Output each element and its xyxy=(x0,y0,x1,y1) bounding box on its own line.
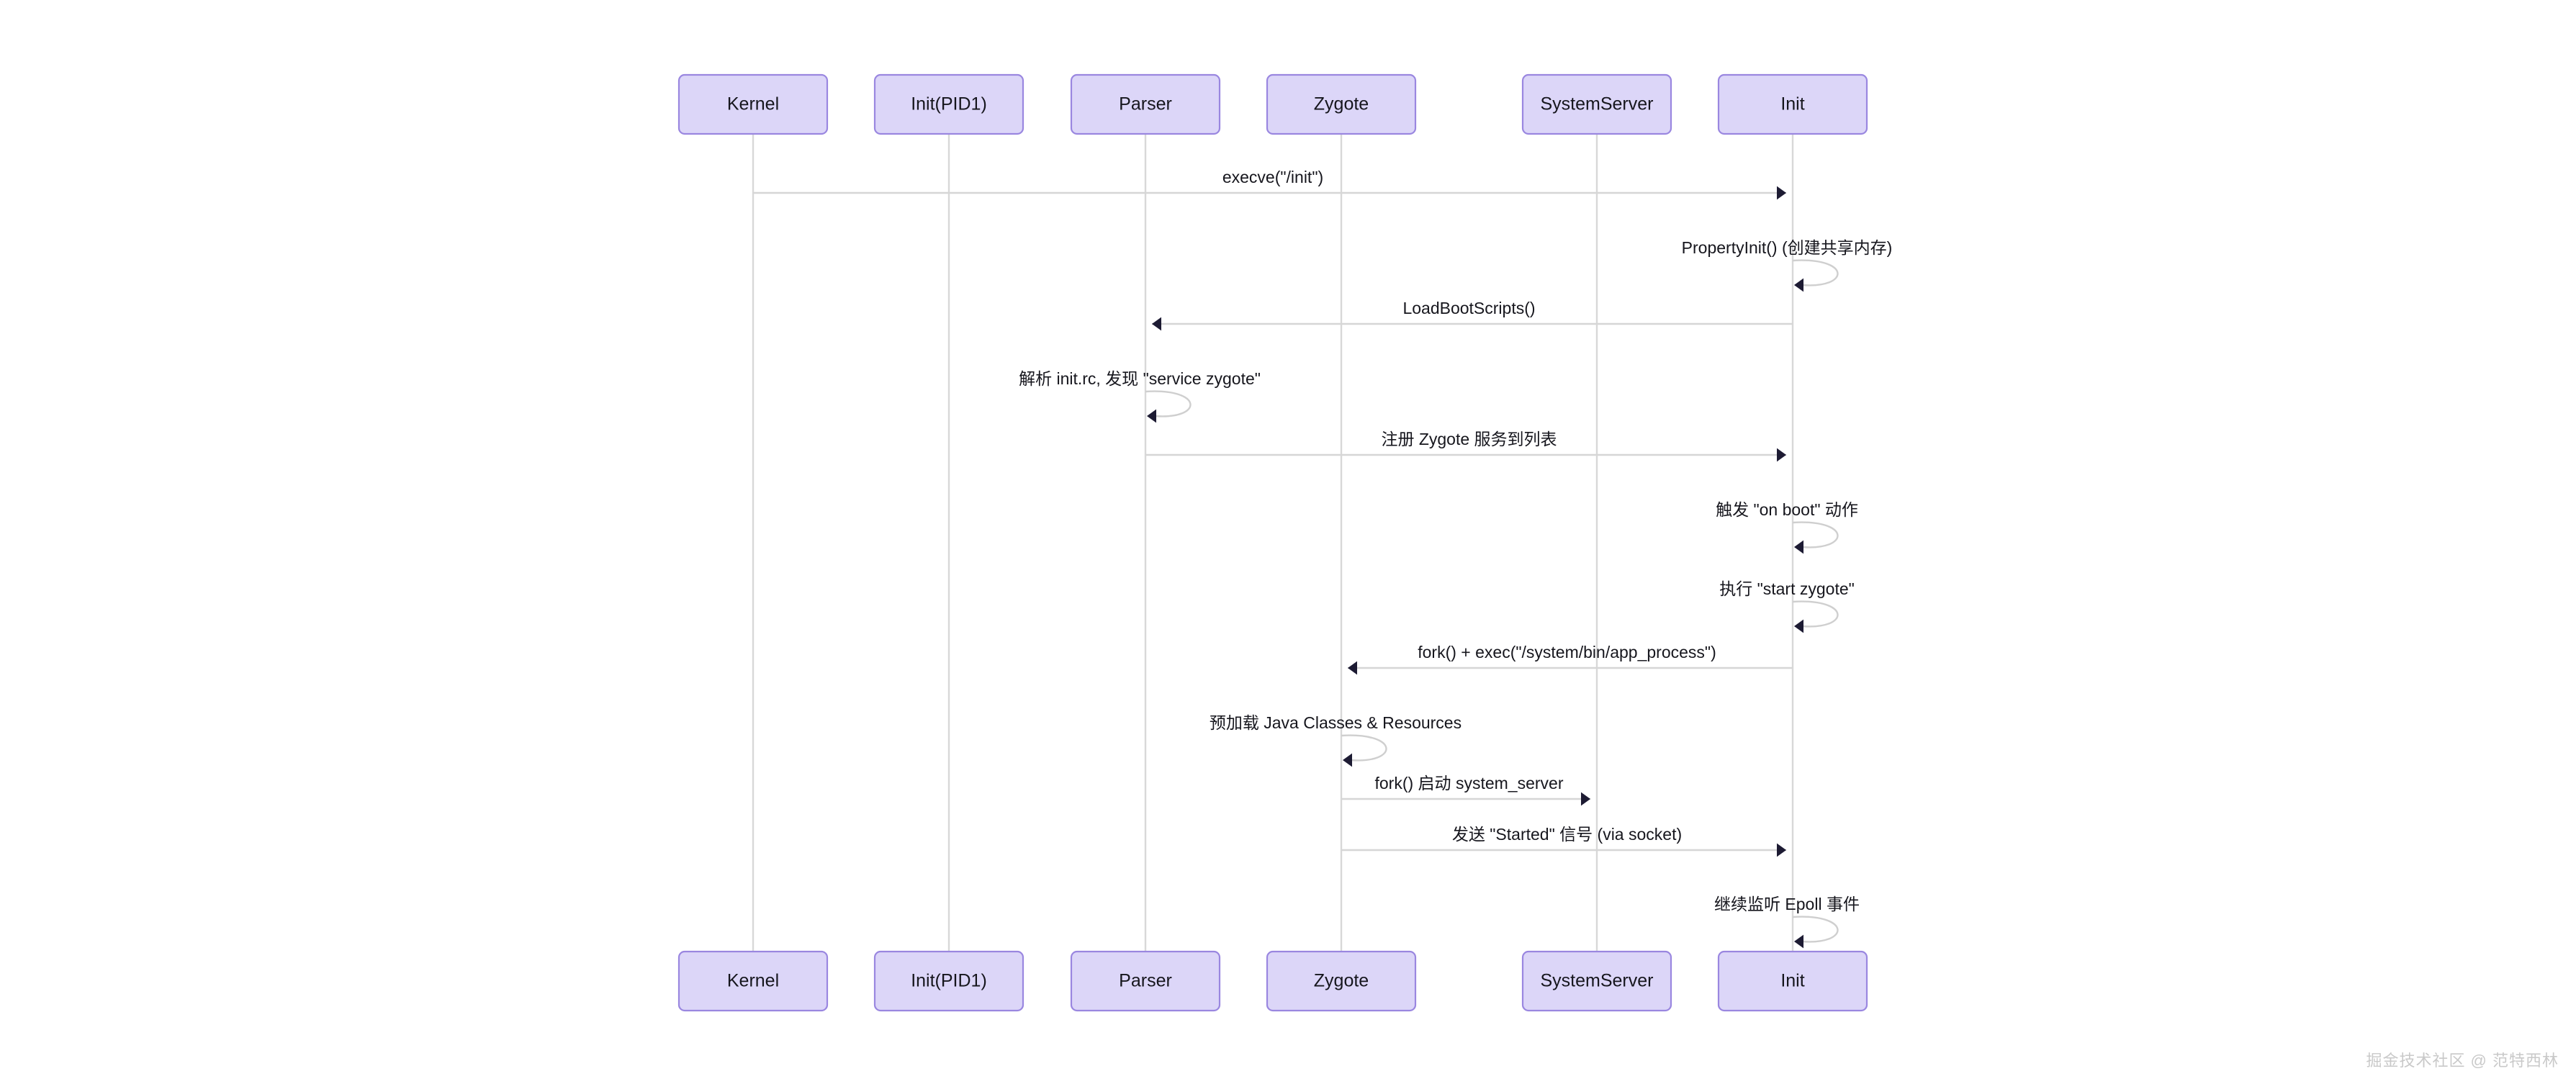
message-arrowhead-7 xyxy=(1794,619,1803,633)
watermark-text: 掘金技术社区 @ 范特西林 xyxy=(2366,1052,2559,1070)
actor-box-initpid1 xyxy=(873,73,1024,135)
actor-label-init: Init xyxy=(1780,971,1804,991)
message-loop-4 xyxy=(1145,390,1192,417)
message-arrowhead-10 xyxy=(1581,792,1590,806)
message-arrowhead-3 xyxy=(1152,317,1161,331)
actor-box-systemserver xyxy=(1521,73,1672,135)
actor-bottom-init[interactable]: Init xyxy=(1717,950,1868,1012)
actor-box-kernel xyxy=(677,950,829,1012)
message-arrowhead-8 xyxy=(1348,661,1357,675)
message-arrowhead-2 xyxy=(1794,278,1803,292)
message-label-10: fork() 启动 system_server xyxy=(1375,774,1564,792)
message-6[interactable]: 触发 "on boot" 动作 xyxy=(1716,500,1858,554)
message-3[interactable]: LoadBootScripts() xyxy=(1152,299,1793,331)
actor-top-parser[interactable]: Parser xyxy=(1070,73,1221,135)
actor-label-zygote: Zygote xyxy=(1314,971,1369,991)
message-loop-7 xyxy=(1792,600,1839,628)
actor-label-systemserver: SystemServer xyxy=(1541,94,1654,114)
message-8[interactable]: fork() + exec("/system/bin/app_process") xyxy=(1348,643,1793,675)
message-loop-12 xyxy=(1792,916,1839,943)
actor-box-init xyxy=(1717,950,1868,1012)
actor-label-kernel: Kernel xyxy=(727,971,779,991)
actor-label-parser: Parser xyxy=(1119,94,1172,114)
message-label-5: 注册 Zygote 服务到列表 xyxy=(1381,430,1557,448)
message-arrowhead-11 xyxy=(1777,843,1786,857)
actor-box-parser xyxy=(1070,950,1221,1012)
message-loop-2 xyxy=(1792,259,1839,286)
actor-top-initpid1[interactable]: Init(PID1) xyxy=(873,73,1024,135)
actor-box-initpid1 xyxy=(873,950,1024,1012)
actor-top-systemserver[interactable]: SystemServer xyxy=(1521,73,1672,135)
message-7[interactable]: 执行 "start zygote" xyxy=(1719,579,1855,633)
message-label-3: LoadBootScripts() xyxy=(1402,299,1535,317)
message-label-1: execve("/init") xyxy=(1222,168,1323,186)
message-label-12: 继续监听 Epoll 事件 xyxy=(1714,895,1860,913)
actor-box-zygote xyxy=(1266,73,1417,135)
message-arrowhead-1 xyxy=(1777,186,1786,200)
message-label-9: 预加载 Java Classes & Resources xyxy=(1210,713,1462,732)
message-9[interactable]: 预加载 Java Classes & Resources xyxy=(1210,713,1462,767)
actor-label-parser: Parser xyxy=(1119,971,1172,991)
actor-bottom-systemserver[interactable]: SystemServer xyxy=(1521,950,1672,1012)
actor-label-init: Init xyxy=(1780,94,1804,114)
message-label-2: PropertyInit() (创建共享内存) xyxy=(1682,238,1893,257)
actor-label-kernel: Kernel xyxy=(727,94,779,114)
actor-label-initpid1: Init(PID1) xyxy=(911,94,987,114)
message-label-6: 触发 "on boot" 动作 xyxy=(1716,500,1858,519)
message-5[interactable]: 注册 Zygote 服务到列表 xyxy=(1145,430,1786,462)
actor-box-kernel xyxy=(677,73,829,135)
message-11[interactable]: 发送 "Started" 信号 (via socket) xyxy=(1341,825,1786,857)
actor-box-systemserver xyxy=(1521,950,1672,1012)
actor-box-init xyxy=(1717,73,1868,135)
actor-bottom-initpid1[interactable]: Init(PID1) xyxy=(873,950,1024,1012)
message-label-4: 解析 init.rc, 发现 "service zygote" xyxy=(1019,369,1261,388)
message-4[interactable]: 解析 init.rc, 发现 "service zygote" xyxy=(1019,369,1261,423)
actor-top-init[interactable]: Init xyxy=(1717,73,1868,135)
message-loop-6 xyxy=(1792,521,1839,548)
message-1[interactable]: execve("/init") xyxy=(753,168,1786,200)
message-label-7: 执行 "start zygote" xyxy=(1719,579,1855,598)
actor-bottom-parser[interactable]: Parser xyxy=(1070,950,1221,1012)
actor-box-parser xyxy=(1070,73,1221,135)
message-loop-9 xyxy=(1341,734,1387,762)
message-arrowhead-12 xyxy=(1794,934,1803,949)
actor-box-zygote xyxy=(1266,950,1417,1012)
message-label-8: fork() + exec("/system/bin/app_process") xyxy=(1418,643,1716,661)
message-10[interactable]: fork() 启动 system_server xyxy=(1341,774,1590,806)
actor-bottom-zygote[interactable]: Zygote xyxy=(1266,950,1417,1012)
actor-label-initpid1: Init(PID1) xyxy=(911,971,987,991)
message-arrowhead-4 xyxy=(1147,409,1156,423)
message-2[interactable]: PropertyInit() (创建共享内存) xyxy=(1682,238,1893,292)
actor-label-systemserver: SystemServer xyxy=(1541,971,1654,991)
message-12[interactable]: 继续监听 Epoll 事件 xyxy=(1714,895,1860,949)
message-arrowhead-6 xyxy=(1794,540,1803,554)
message-label-11: 发送 "Started" 信号 (via socket) xyxy=(1452,825,1682,844)
actor-top-zygote[interactable]: Zygote xyxy=(1266,73,1417,135)
actor-top-kernel[interactable]: Kernel xyxy=(677,73,829,135)
message-arrowhead-5 xyxy=(1777,448,1786,462)
actor-label-zygote: Zygote xyxy=(1314,94,1369,114)
message-arrowhead-9 xyxy=(1343,753,1352,767)
actor-bottom-kernel[interactable]: Kernel xyxy=(677,950,829,1012)
